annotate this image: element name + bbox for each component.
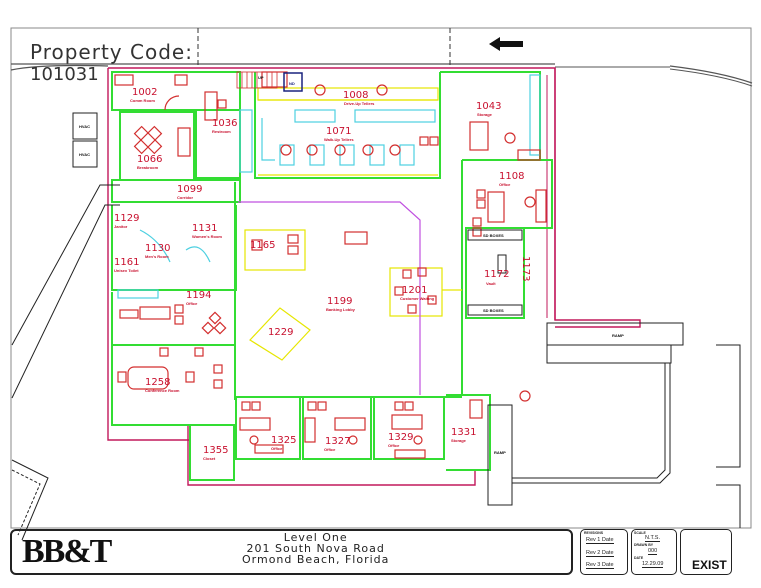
room-1258-name: Conference Room — [145, 388, 180, 393]
room-1130-name: Men's Room — [145, 254, 169, 259]
date-label: DATE — [634, 556, 644, 560]
scale-value: N.T.S. — [645, 535, 660, 542]
room-1129-name: Janitor — [114, 224, 128, 229]
room-1161-number: 1161 — [114, 257, 140, 268]
ramp-label-2: RAMP — [494, 450, 506, 455]
room-1194-number: 1194 — [186, 290, 212, 301]
room-1329-name: Office — [388, 443, 400, 448]
hvac-unit-2: HVAC — [79, 152, 91, 157]
scale-label: SCALE — [634, 531, 646, 535]
room-1165-number: 1165 — [250, 240, 276, 251]
room-1036-name: Restroom — [212, 129, 231, 134]
nd-label: ND — [289, 81, 295, 86]
status-box — [680, 529, 732, 575]
hvac-unit-1: HVAC — [79, 124, 91, 129]
rev-2-date: Rev 2 Date — [586, 550, 614, 557]
room-1199-name: Banking Lobby — [326, 307, 355, 312]
room-1008-number: 1008 — [343, 90, 369, 101]
ramp-label-1: RAMP — [612, 333, 624, 338]
room-1327-name: Office — [324, 447, 336, 452]
room-1066-number: 1066 — [137, 154, 163, 165]
room-1325-name: Office — [271, 446, 283, 451]
room-1355-number: 1355 — [203, 445, 229, 456]
room-1131-name: Women's Room — [192, 234, 222, 239]
date-value: 12.29.09 — [642, 561, 664, 568]
room-1066-name: Breakroom — [137, 165, 159, 170]
drawn-by-label: DRAWN BY — [634, 543, 654, 547]
room-1099-number: 1099 — [177, 184, 203, 195]
room-1099-name: Corridor — [177, 195, 193, 200]
property-code-value: 101031 — [30, 64, 99, 85]
room-1071-number: 1071 — [326, 126, 352, 137]
level-label: Level One — [283, 531, 348, 544]
sheet-border — [10, 27, 752, 529]
room-1199-number: 1199 — [327, 296, 353, 307]
room-1130-number: 1130 — [145, 243, 171, 254]
room-1172-number: 1172 — [484, 269, 510, 280]
rev-3-date: Rev 3 Date — [586, 562, 614, 569]
room-1008-name: Drive-Up Tellers — [344, 101, 375, 106]
title-block — [10, 529, 573, 575]
room-1071-name: Walk-Up Tellers — [324, 137, 354, 142]
sd-boxes-label-2: SD BOXES — [483, 308, 504, 313]
room-1327-number: 1327 — [325, 436, 351, 447]
revisions-label: REVISIONS — [584, 531, 604, 535]
room-1172-name: Vault — [486, 281, 496, 286]
room-1043-number: 1043 — [476, 101, 502, 112]
room-1043-name: Storage — [477, 112, 492, 117]
stairs-up-label: UP — [258, 75, 264, 80]
room-1002-name: Comm Room — [130, 98, 155, 103]
room-1355-name: Closet — [203, 456, 216, 461]
room-1331-number: 1331 — [451, 427, 477, 438]
address-block: Level One 201 South Nova Road Ormond Bea… — [242, 532, 389, 565]
sd-boxes-label-1: SD BOXES — [483, 233, 504, 238]
status-exist: EXIST — [692, 558, 727, 572]
room-1201-name: Customer Waiting — [400, 296, 435, 301]
room-1201-number: 1201 — [402, 285, 428, 296]
room-1194-name: Office — [186, 301, 198, 306]
drawn-by-value: 000 — [648, 548, 658, 555]
arrow-left-icon — [489, 37, 523, 51]
room-1161-name: Unisex Toilet — [114, 268, 139, 273]
room-1331-name: Storage — [451, 438, 466, 443]
address-line-1: 201 South Nova Road — [246, 542, 385, 555]
room-1258-number: 1258 — [145, 377, 171, 388]
rev-1-date: Rev 1 Date — [586, 537, 614, 544]
room-1129-number: 1129 — [114, 213, 140, 224]
room-1325-number: 1325 — [271, 435, 297, 446]
scale-box — [631, 529, 677, 575]
room-1108-name: Office — [499, 182, 511, 187]
room-1036-number: 1036 — [212, 118, 238, 129]
room-1002-number: 1002 — [132, 87, 158, 98]
revisions-box — [580, 529, 628, 575]
room-1108-number: 1108 — [499, 171, 525, 182]
room-1329-number: 1329 — [388, 432, 414, 443]
room-1131-number: 1131 — [192, 223, 218, 234]
bbt-logo: BB&T — [22, 533, 112, 570]
address-line-2: Ormond Beach, Florida — [242, 553, 390, 566]
room-1173-number: 1173 — [520, 256, 531, 282]
property-code-label: Property Code: — [30, 40, 193, 64]
room-1229-number: 1229 — [268, 327, 294, 338]
